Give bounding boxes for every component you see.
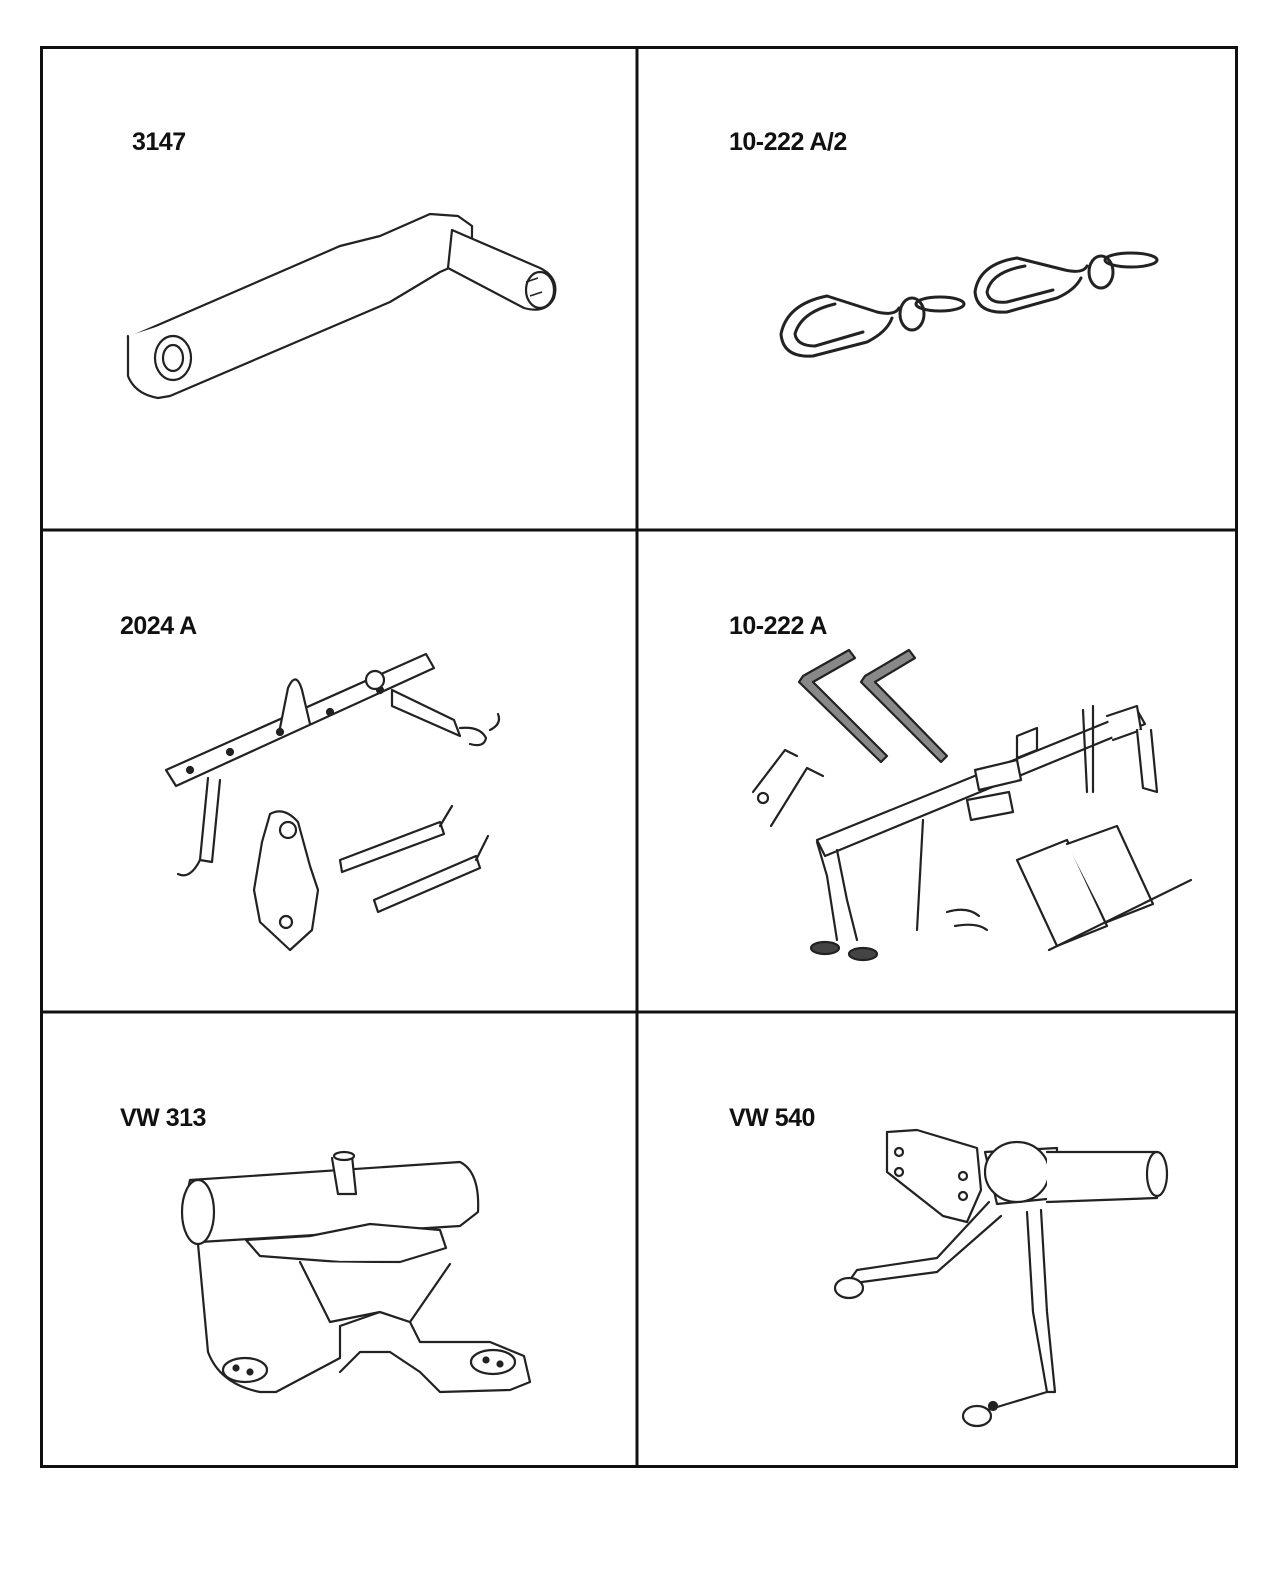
tool-number-label: VW 313: [120, 1104, 206, 1132]
engine-mount-drawing: [40, 1012, 637, 1468]
lifting-bar-set-drawing: [40, 530, 637, 1012]
support-bridge-drawing: [637, 530, 1238, 1012]
offset-lever-drawing: [40, 46, 637, 530]
grid-lines: [40, 46, 1238, 1468]
tool-grid: 3147 10-222 A/2: [40, 46, 1238, 1468]
cell-vw-540: VW 540: [637, 1012, 1238, 1468]
tool-number-label: VW 540: [729, 1104, 815, 1132]
tool-number-label: 3147: [132, 128, 186, 156]
cell-3147: 3147: [40, 46, 637, 530]
cell-2024-a: 2024 A: [40, 530, 637, 1012]
cell-10-222-a: 10-222 A: [637, 530, 1238, 1012]
hook-pair-drawing: [637, 46, 1238, 530]
tool-number-label: 10-222 A/2: [729, 128, 847, 156]
tool-number-label: 2024 A: [120, 612, 197, 640]
cell-10-222-a2: 10-222 A/2: [637, 46, 1238, 530]
crank-holder-drawing: [637, 1012, 1238, 1468]
cell-vw-313: VW 313: [40, 1012, 637, 1468]
tool-number-label: 10-222 A: [729, 612, 827, 640]
